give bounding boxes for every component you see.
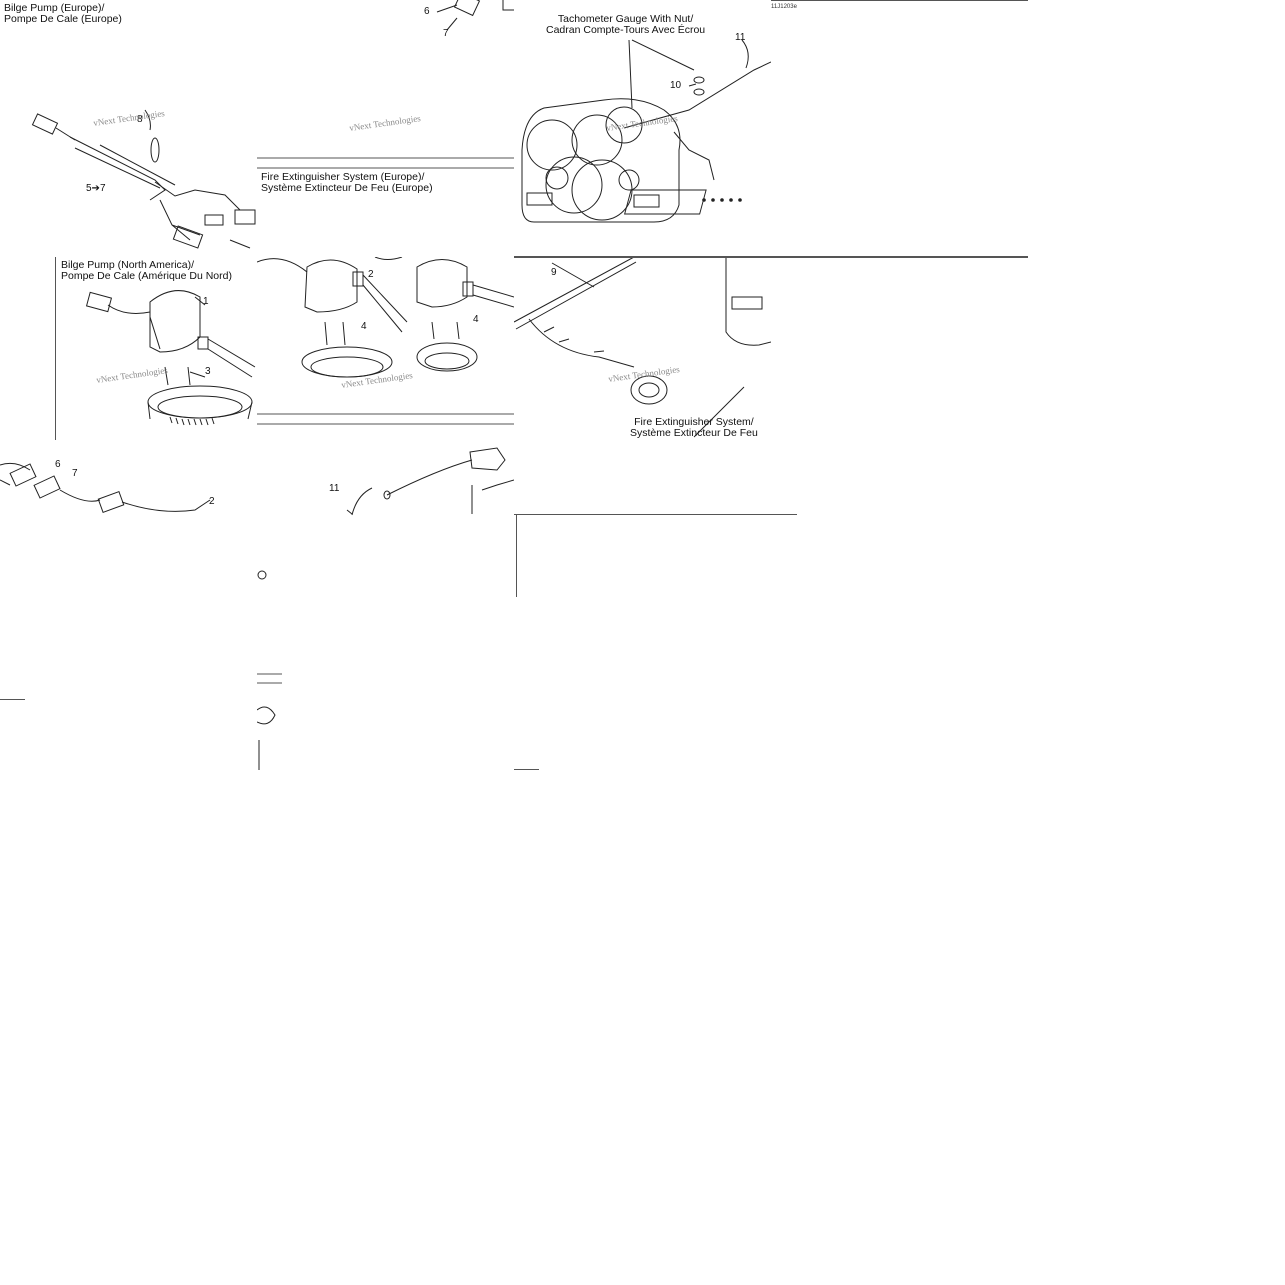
callout-4: 4 xyxy=(473,314,479,325)
callout-7: 7 xyxy=(443,28,449,39)
callout-7: 7 xyxy=(72,468,78,479)
tile-fire-extinguisher: 9 vNext Technologies Fire Extinguisher S… xyxy=(514,257,771,514)
tile-row3-left: 6 7 2 xyxy=(0,440,257,704)
callout-6: 6 xyxy=(55,459,61,470)
bilge-pump-drawing xyxy=(85,290,256,426)
callout-11: 11 xyxy=(735,32,746,43)
callout-9: 9 xyxy=(551,267,557,278)
harness-drawing xyxy=(31,109,256,249)
callout-5-7: 5➔7 xyxy=(86,183,106,194)
callout-11: 11 xyxy=(329,483,340,494)
tachometer-title: Tachometer Gauge With Nut/Cadran Compte-… xyxy=(546,13,706,36)
callout-2: 2 xyxy=(209,496,215,507)
harness-detail-drawing xyxy=(0,462,211,513)
fire-europe-title: Fire Extinguisher System (Europe)/Systèm… xyxy=(261,171,433,194)
connector-drawing xyxy=(257,0,514,169)
callout-1: 1 xyxy=(203,296,209,307)
tile-header-strip: 11J1203e xyxy=(771,0,1028,257)
tile-tachometer: Tachometer Gauge With Nut/Cadran Compte-… xyxy=(514,0,771,257)
fire-extinguisher-title: Fire Extinguisher System/Système Extinct… xyxy=(630,416,758,439)
extinguisher-drawing xyxy=(514,257,771,438)
extinguisher-hose-drawing xyxy=(257,447,514,770)
callout-8: 8 xyxy=(137,114,143,125)
callout-4: 4 xyxy=(361,321,367,332)
bilge-na-title: Bilge Pump (North America)/Pompe De Cale… xyxy=(61,259,232,282)
callout-10: 10 xyxy=(670,80,682,91)
tile-row3-middle: 11 xyxy=(257,440,514,771)
tile-bilge-europe-harness: Bilge Pump (Europe)/Pompe De Cale (Europ… xyxy=(0,0,257,257)
callout-6: 6 xyxy=(424,6,430,17)
callout-3: 3 xyxy=(205,366,211,377)
bilge-europe-title: Bilge Pump (Europe)/Pompe De Cale (Europ… xyxy=(4,2,122,25)
tile-row3-right xyxy=(514,514,804,774)
dashboard-drawing xyxy=(521,39,771,223)
twin-pump-drawing xyxy=(257,257,514,425)
tile-row2-rightstrip xyxy=(771,257,1028,258)
callout-2: 2 xyxy=(368,269,374,280)
drawing-code: 11J1203e xyxy=(771,4,797,10)
tile-fire-europe: 6 7 vNext Technologies Fire Extinguisher… xyxy=(257,0,514,257)
